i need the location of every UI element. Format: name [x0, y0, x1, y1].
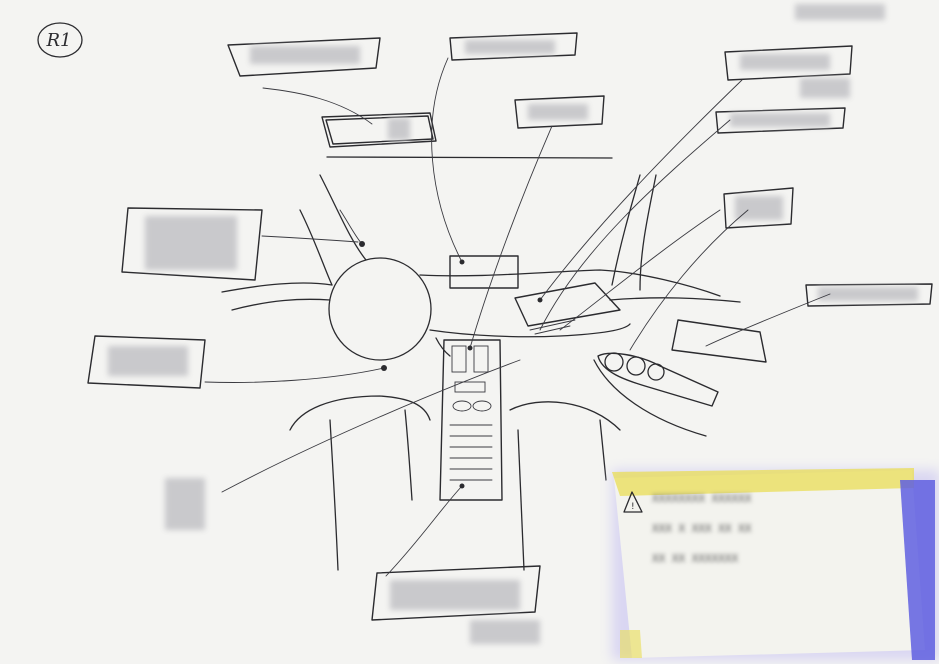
- rear-view-mirror: [322, 113, 436, 147]
- page-label: R1: [44, 30, 74, 51]
- sticky-note-line: XXX X XXX XX XX: [652, 522, 751, 535]
- seats: [290, 396, 620, 570]
- center-console: [440, 340, 502, 500]
- steering-wheel: [329, 258, 431, 360]
- sticky-note-line: XXXXXXXX XXXXXX: [652, 492, 751, 505]
- passenger-dash-panel: [515, 283, 620, 334]
- sticky-note-line: XX XX XXXXXXX: [652, 552, 738, 565]
- callout-dots: [359, 241, 543, 489]
- svg-text:!: !: [631, 502, 635, 512]
